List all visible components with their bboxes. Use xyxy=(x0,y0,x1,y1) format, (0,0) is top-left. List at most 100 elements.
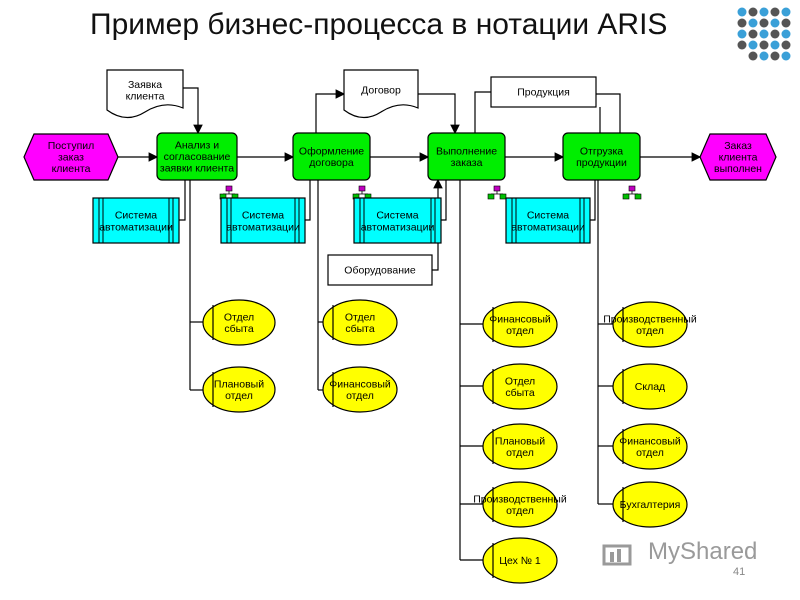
logo-dot xyxy=(737,7,747,17)
shape-label: Производственный xyxy=(603,313,697,325)
logo-dot xyxy=(759,7,769,17)
connector xyxy=(474,91,491,133)
shape-label: Финансовый xyxy=(619,435,681,447)
logo-dot xyxy=(770,51,780,61)
hierarchy-icon xyxy=(352,185,372,200)
shape-label: Система xyxy=(242,209,284,221)
logo-dot xyxy=(748,40,758,50)
connector xyxy=(305,180,311,221)
shape-label: отдел xyxy=(636,447,664,459)
connector xyxy=(315,89,346,133)
page-title: Пример бизнес-процесса в нотации ARIS xyxy=(90,8,668,41)
shape-label: Финансовый xyxy=(489,313,551,325)
shape-label: заявки клиента xyxy=(160,163,234,175)
shape-label: Система xyxy=(527,209,569,221)
hierarchy-icon xyxy=(219,185,239,200)
shape-label: продукции xyxy=(576,157,627,169)
logo-dot xyxy=(781,18,791,28)
org-unit-org-c5: Цех № 1 xyxy=(482,537,558,584)
logo-dot xyxy=(748,29,758,39)
logo-dot xyxy=(737,29,747,39)
shape-label: автоматизации xyxy=(226,221,300,233)
logo-dot xyxy=(781,51,791,61)
logo-dot xyxy=(770,40,780,50)
shape-label: Поступил xyxy=(48,140,95,152)
shape-label: Система xyxy=(115,209,157,221)
shape-label: Финансовый xyxy=(329,378,391,390)
connector xyxy=(183,87,203,135)
shape-label: отдел xyxy=(506,505,534,517)
watermark-text: MyShared xyxy=(648,538,758,565)
shape-label: Бухгалтерия xyxy=(620,499,681,511)
shape-label: Плановый xyxy=(214,378,264,390)
shape-label: Заявка xyxy=(128,79,162,91)
shape-label: Отдел xyxy=(505,375,535,387)
shape-label: Заказ xyxy=(724,140,752,152)
shape-label: Отгрузка xyxy=(580,145,623,157)
logo-dot xyxy=(781,29,791,39)
hierarchy-icon xyxy=(622,185,642,200)
document-doc-contract: Договор xyxy=(343,69,419,119)
shape-label: Договор xyxy=(361,85,401,97)
org-unit-org-d4: Бухгалтерия xyxy=(612,481,688,528)
shape-label: сбыта xyxy=(224,323,254,335)
shape-label: заказ xyxy=(58,152,84,164)
logo-dot xyxy=(781,7,791,17)
shape-label: клиента xyxy=(719,152,758,164)
shape-label: отдел xyxy=(506,447,534,459)
logo-dot xyxy=(770,29,780,39)
shape-label: выполнен xyxy=(714,163,762,175)
logo-dot xyxy=(759,40,769,50)
connector xyxy=(590,180,596,221)
logo-dot xyxy=(748,7,758,17)
org-unit-org-d2: Склад xyxy=(612,363,688,410)
logo-dot xyxy=(748,18,758,28)
connector xyxy=(590,93,621,133)
logo-dot xyxy=(759,18,769,28)
hierarchy-icon xyxy=(487,185,507,200)
logo-dot xyxy=(770,18,780,28)
logo-dot xyxy=(759,29,769,39)
logo-dot xyxy=(781,40,791,50)
shape-label: Отдел xyxy=(345,311,375,323)
shape-label: Анализ и xyxy=(175,140,219,152)
shape-label: отдел xyxy=(506,325,534,337)
shape-label: Продукция xyxy=(517,87,570,99)
logo-dot xyxy=(737,18,747,28)
shape-label: автоматизации xyxy=(511,221,585,233)
logo-dot xyxy=(759,51,769,61)
connector xyxy=(441,180,447,221)
shape-label: автоматизации xyxy=(99,221,173,233)
shape-label: клиента xyxy=(52,163,91,175)
connector xyxy=(418,93,460,135)
document-doc-product: Продукция xyxy=(490,76,597,108)
shape-label: Склад xyxy=(635,381,665,393)
shape-label: клиента xyxy=(126,90,165,102)
shape-label: Оборудование xyxy=(344,265,416,277)
shape-label: Отдел xyxy=(224,311,254,323)
logo-dots-icon xyxy=(737,7,791,61)
logo-dot xyxy=(770,7,780,17)
shape-label: отдел xyxy=(225,390,253,402)
shape-label: сбыта xyxy=(345,323,375,335)
document-doc-equipment: Оборудование xyxy=(327,254,433,286)
